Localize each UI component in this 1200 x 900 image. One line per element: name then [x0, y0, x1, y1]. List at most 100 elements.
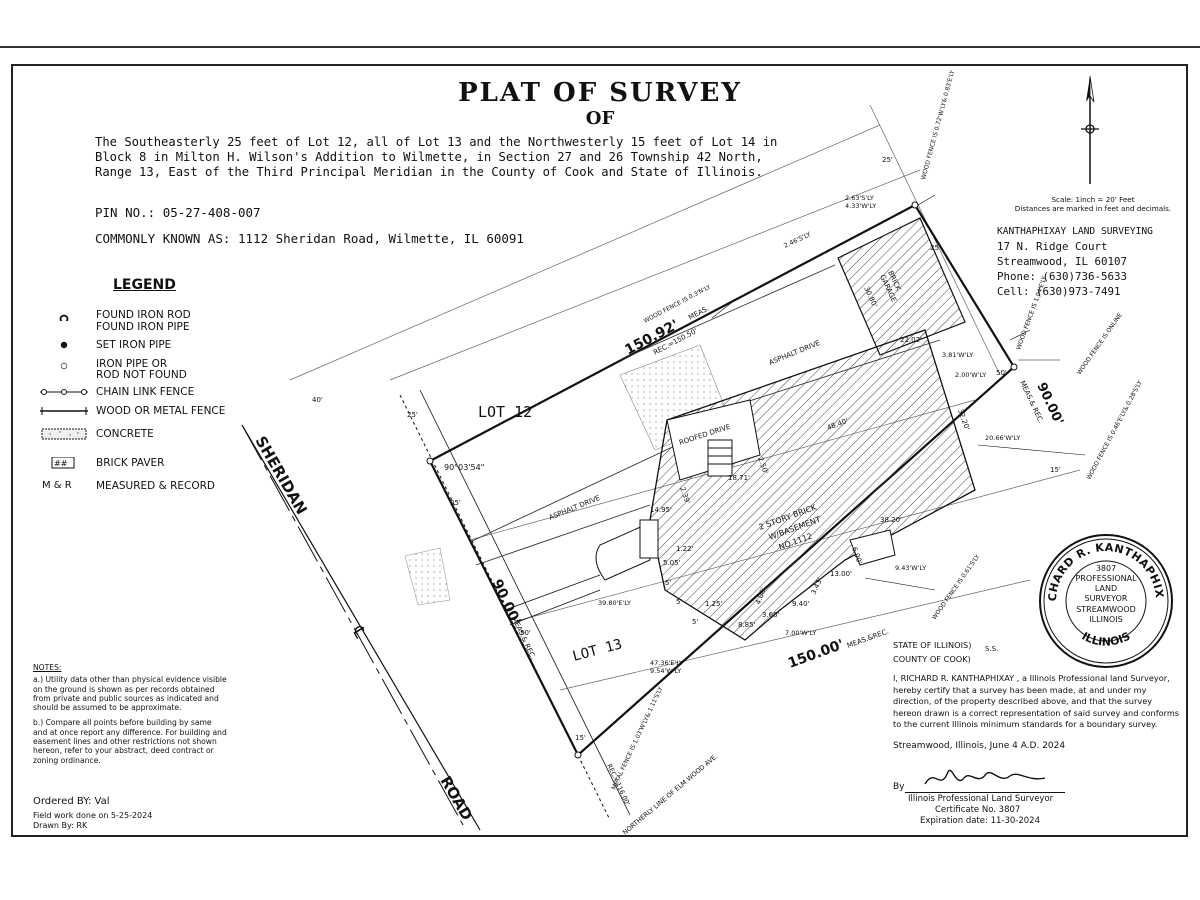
dim-1300: 13.00': [830, 570, 852, 578]
offset-4736: 47.36'E'LY: [650, 659, 683, 667]
surveyor-signature: [924, 769, 1046, 785]
dim-885: 8.85': [738, 621, 756, 629]
dim-25b: 25': [450, 499, 461, 507]
dim-1495: 14.95': [650, 506, 672, 514]
scale-note: Scale: 1inch = 20' Feet Distances are ma…: [1003, 195, 1183, 213]
svg-text:PROFESSIONAL: PROFESSIONAL: [1075, 574, 1137, 583]
cert-place-date: Streamwood, Illinois, June 4 A.D. 2024: [893, 740, 1066, 751]
dim-15a: 15': [575, 734, 586, 742]
bottom-meas: MEAS.&REC.: [846, 627, 890, 649]
legend-found-iron-rod: FOUND IRON ROD: [59, 309, 296, 321]
legend-label: FOUND IRON ROD: [96, 309, 191, 321]
legend-chain-link-fence: CHAIN LINK FENCE: [40, 386, 296, 398]
offset-954: 9.54'W'LY: [650, 667, 681, 675]
concrete-icon: [41, 428, 87, 440]
garage-dim-2202: 22.02': [900, 336, 922, 344]
surveyor-street: 17 N. Ridge Court: [997, 240, 1108, 253]
found-iron-rod-icon: [59, 314, 69, 321]
plat-title: PLAT OF SURVEY: [458, 78, 742, 108]
dim-50a: 50': [520, 629, 531, 637]
sheridan-road: [241, 389, 631, 831]
svg-text:ILLINOIS: ILLINOIS: [1079, 629, 1132, 648]
dim-3220: 32.20': [956, 408, 971, 431]
dim-122: 1.22': [676, 545, 694, 553]
pin-number: PIN NO.: 05-27-408-007: [95, 205, 261, 220]
dim-50b: 50': [996, 369, 1007, 377]
svg-text:3807: 3807: [1096, 564, 1116, 573]
cert-by: By: [893, 782, 905, 792]
offset-943: 9.43'W'LY: [895, 564, 926, 572]
dim-15b: 15': [1050, 466, 1061, 474]
wood-fence-note-061: WOOD FENCE IS 0.61'S'LY: [931, 553, 981, 621]
front-walk-paver: [595, 524, 651, 581]
legend-set-iron-pipe: SET IRON PIPE: [60, 339, 296, 351]
asphalt-drive-label-2: ASPHALT DRIVE: [768, 339, 822, 367]
dim-1871: 18.71': [728, 474, 750, 482]
dim-940: 9.40': [792, 600, 810, 608]
front-stairs: [707, 439, 733, 477]
front-porch-steps: [639, 519, 659, 559]
dim-25c: 25': [882, 156, 893, 164]
surveyor-company: KANTHAPHIXAY LAND SURVEYING: [997, 226, 1153, 237]
commonly-known-as: COMMONLY KNOWN AS: 1112 Sheridan Road, W…: [95, 231, 524, 246]
wood-fence-icon: [40, 407, 88, 415]
corner-pin-icon: [1010, 363, 1018, 371]
svg-text:SURVEYOR: SURVEYOR: [1085, 594, 1128, 603]
legend-label: BRICK PAVER: [96, 457, 165, 469]
dim-505: 5.05': [663, 559, 681, 567]
offset-2066: 20.66'W'LY: [985, 434, 1020, 442]
legend-label: SET IRON PIPE: [96, 339, 172, 351]
cert-body: I, RICHARD R. KANTHAPHIXAY , a Illinois …: [893, 673, 1180, 729]
legend-concrete: CONCRETE: [41, 428, 296, 440]
set-iron-pipe-icon: [60, 341, 68, 349]
wood-fence-note-046: WOOD FENCE IS 0.46'E'LY& 0.28'S'LY: [1086, 379, 1144, 481]
surveyor-city: Streamwood, IL 60107: [997, 255, 1128, 268]
legend-label: CHAIN LINK FENCE: [96, 386, 195, 398]
road-name-road: ROAD: [437, 773, 477, 824]
wood-fence-note-online: WOOD FENCE IS ONLINE: [1076, 312, 1124, 376]
legend-title: LEGEND: [113, 277, 176, 293]
bottom-distance: 150.00': [786, 637, 846, 672]
dim-125: 1.25': [705, 600, 723, 608]
dim-360: 3.60': [762, 611, 780, 619]
drawn-by: Drawn By: RK: [33, 821, 88, 830]
svg-text:ILLINOIS: ILLINOIS: [1089, 615, 1122, 624]
offset-263: 2.63'S'LY: [845, 194, 874, 202]
legend-label: IRON PIPE OR: [96, 358, 168, 370]
surveyor-seal: RICHARD R. KANTHAPHIXAY ILLINOIS 3807 PR…: [1038, 533, 1173, 668]
legend-label: CONCRETE: [96, 428, 154, 440]
iron-pipe-not-found-icon: [60, 362, 68, 370]
offset-381: 3.81'W'LY: [942, 351, 973, 359]
concrete-walk: [404, 547, 451, 606]
cert-number: Certificate No. 3807: [935, 805, 1021, 815]
legend-measured-record: MEASURED & RECORD M & R: [42, 480, 296, 492]
surveyor-phone: Phone: (630)736-5633: [997, 270, 1128, 283]
survey-sheet-border: [11, 64, 1188, 837]
offset-700: 7.00'W'LY: [785, 629, 816, 637]
legend-label: ROD NOT FOUND: [96, 369, 187, 381]
field-work: Field work done on 5-25-2024: [33, 811, 153, 820]
cert-county: COUNTY OF COOK): [893, 654, 971, 664]
corner-pin-icon: [426, 457, 434, 465]
leader-lines: [711, 194, 1086, 591]
dim-25a: 25': [407, 411, 418, 419]
corner-pin-icon: [911, 201, 919, 209]
north-arrow-icon: [1081, 75, 1099, 184]
notes-heading: NOTES:: [33, 663, 62, 672]
offset-200: 2.00'W'LY: [955, 371, 986, 379]
certificate-block: STATE OF ILLINOIS) S.S. COUNTY OF COOK) …: [893, 640, 1183, 752]
legend-label: MEASURED & RECORD: [96, 480, 216, 492]
legend-rod-not-found: ROD NOT FOUND: [96, 369, 296, 381]
lot-12-label: LOT 12: [478, 403, 532, 421]
left-meas: MEAS.& REC.: [510, 615, 537, 660]
brick-paver-icon: ##: [51, 457, 75, 469]
lot-13-label: LOT 13: [571, 636, 624, 665]
cert-expiration: Expiration date: 11-30-2024: [920, 816, 1040, 826]
notes-block: NOTES: a.) Utility data other than physi…: [33, 663, 228, 765]
dim-40: 40': [312, 396, 323, 404]
chain-link-fence-icon: [40, 389, 88, 395]
offset-433: 4.33'W'LY: [845, 202, 876, 210]
ordered-by: Ordered BY: Val: [33, 796, 110, 807]
elmwood-line: NORTHERLY LINE OF ELM WOOD AVE.: [621, 752, 719, 836]
